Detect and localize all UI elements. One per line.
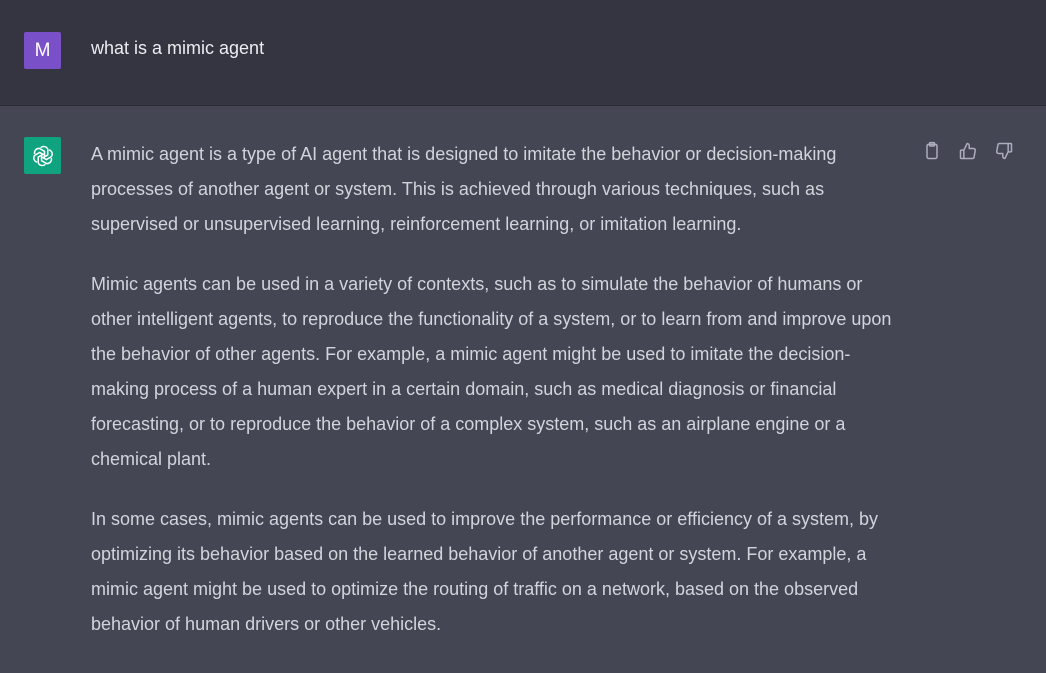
message-actions [920, 139, 1016, 163]
answer-paragraph-1: A mimic agent is a type of AI agent that… [91, 144, 837, 234]
assistant-avatar [24, 137, 61, 174]
thumbs-down-icon [996, 142, 1013, 160]
assistant-message-row: A mimic agent is a type of AI agent that… [0, 106, 1046, 673]
user-avatar-letter: M [34, 40, 51, 61]
thumbs-up-icon [959, 142, 976, 160]
clipboard-icon [926, 141, 938, 160]
user-message-row: M what is a mimic agent [0, 0, 1046, 106]
thumbs-down-button[interactable] [992, 139, 1016, 163]
user-avatar: M [24, 32, 61, 69]
copy-button[interactable] [920, 139, 944, 163]
openai-logo-icon [32, 145, 53, 166]
assistant-answer: A mimic agent is a type of AI agent that… [91, 137, 901, 667]
answer-paragraph-3: In some cases, mimic agents can be used … [91, 509, 879, 634]
thumbs-up-button[interactable] [956, 139, 980, 163]
user-message-text: what is a mimic agent [91, 38, 265, 58]
answer-paragraph-2: Mimic agents can be used in a variety of… [91, 274, 892, 469]
